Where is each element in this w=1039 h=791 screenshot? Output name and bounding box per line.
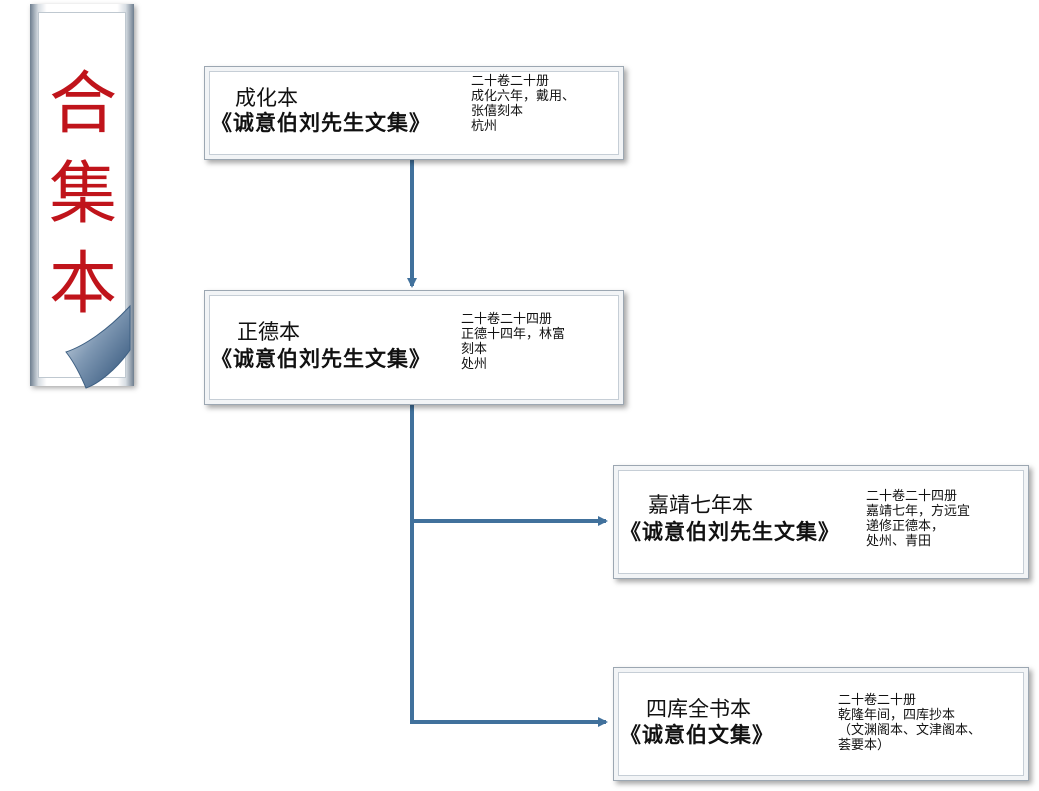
banner-char-1: 合 <box>48 65 117 144</box>
banner-char-2: 集 <box>48 155 117 234</box>
detail-line: 荟要本） <box>838 738 891 753</box>
edition-box-zhengde: 正德本 《诚意伯刘先生文集》 二十卷二十四册 正德十四年，林富 刻本 处州 <box>204 290 624 405</box>
edition-details: 二十卷二十四册 嘉靖七年，方远宜 递修正德本， 处州、青田 <box>866 489 971 550</box>
detail-line: 刻本 <box>461 342 488 357</box>
detail-line: 递修正德本， <box>866 519 945 534</box>
edition-box-siku: 四库全书本 《诚意伯文集》 二十卷二十册 乾隆年间，四库抄本 （文渊阁本、文津阁… <box>613 667 1029 781</box>
edition-box-chenghua: 成化本 《诚意伯刘先生文集》 二十卷二十册 成化六年，戴用、 张僖刻本 杭州 <box>204 66 624 160</box>
detail-line: 二十卷二十册 <box>838 693 917 708</box>
detail-line: 杭州 <box>471 119 498 134</box>
detail-line: 正德十四年，林富 <box>461 327 566 342</box>
detail-line: （文渊阁本、文津阁本、 <box>838 723 982 738</box>
book-title: 《诚意伯文集》 <box>620 722 774 747</box>
edition-details: 二十卷二十册 乾隆年间，四库抄本 （文渊阁本、文津阁本、 荟要本） <box>838 693 982 754</box>
edition-name: 正德本 <box>237 320 300 344</box>
edition-details: 二十卷二十四册 正德十四年，林富 刻本 处州 <box>461 312 566 373</box>
collection-banner: 合 集 本 <box>30 4 134 389</box>
detail-line: 成化六年，戴用、 <box>471 89 576 104</box>
edition-box-jiajing: 嘉靖七年本 《诚意伯刘先生文集》 二十卷二十四册 嘉靖七年，方远宜 递修正德本，… <box>613 465 1029 579</box>
banner-panel: 合 集 本 <box>38 12 126 378</box>
edition-details: 二十卷二十册 成化六年，戴用、 张僖刻本 杭州 <box>471 74 576 135</box>
book-title: 《诚意伯刘先生文集》 <box>620 519 840 544</box>
edition-name: 四库全书本 <box>646 697 751 721</box>
detail-line: 乾隆年间，四库抄本 <box>838 708 956 723</box>
edition-name: 成化本 <box>235 86 298 110</box>
edition-name: 嘉靖七年本 <box>648 493 753 517</box>
page-curl-icon <box>65 304 131 389</box>
detail-line: 张僖刻本 <box>471 104 524 119</box>
detail-line: 二十卷二十册 <box>471 74 550 89</box>
detail-line: 嘉靖七年，方远宜 <box>866 504 971 519</box>
detail-line: 处州 <box>461 357 488 372</box>
banner-char-3: 本 <box>48 245 117 324</box>
book-title: 《诚意伯刘先生文集》 <box>211 346 431 371</box>
detail-line: 二十卷二十四册 <box>461 312 553 327</box>
detail-line: 处州、青田 <box>866 534 932 549</box>
detail-line: 二十卷二十四册 <box>866 489 958 504</box>
book-title: 《诚意伯刘先生文集》 <box>211 110 431 135</box>
